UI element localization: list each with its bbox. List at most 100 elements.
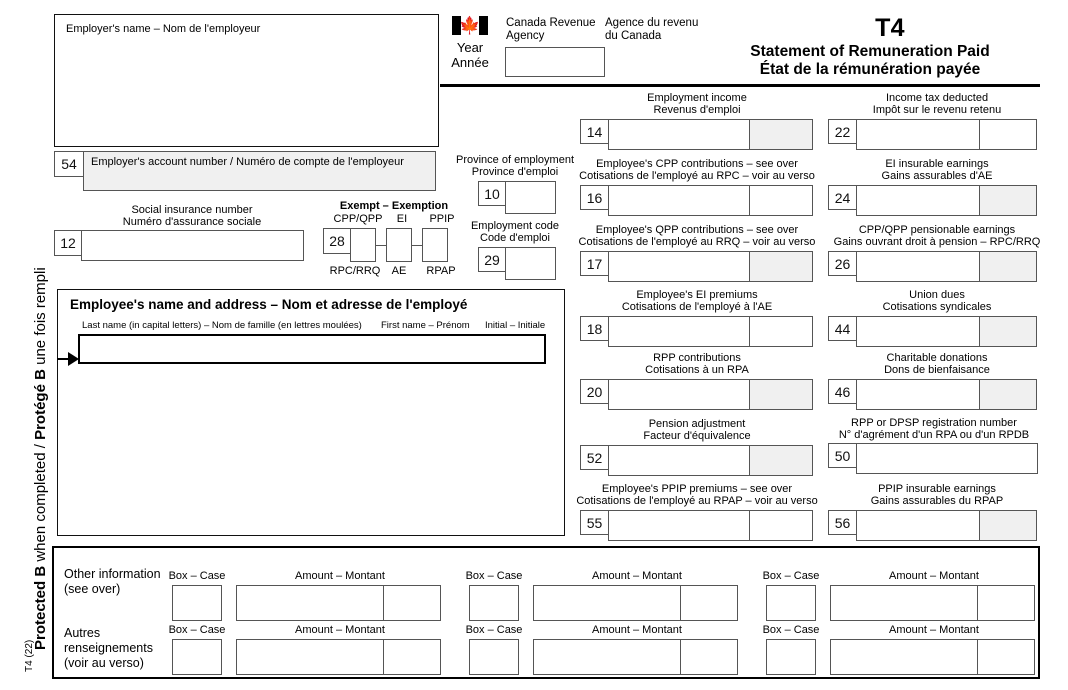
other-info-amount-dollars-input[interactable]: [533, 639, 681, 675]
oi-label-fr-l2: renseignements: [64, 641, 153, 655]
amount-dollars-box-18[interactable]: [608, 316, 750, 347]
amount-label-fr-box-56: Gains assurables du RPAP: [870, 495, 1004, 507]
cra-name-fr-l1: Agence du revenu: [605, 17, 699, 29]
amount-label-en-box-46: Charitable donations: [886, 352, 988, 364]
other-info-amount-cents-input[interactable]: [679, 585, 738, 621]
province-label-en: Province of employment: [456, 154, 574, 166]
amount-label-fr-box-22: Impôt sur le revenu retenu: [872, 104, 1002, 116]
other-info-amount-dollars-input[interactable]: [533, 585, 681, 621]
amount-label-en-box-55: Employee's PPIP premiums – see over: [601, 483, 793, 495]
amount-dollars-box-46[interactable]: [856, 379, 980, 410]
exempt-checkbox-ppip[interactable]: [422, 228, 448, 262]
other-info-amount-dollars-input[interactable]: [830, 639, 978, 675]
registration-number-label-en: RPP or DPSP registration number: [851, 417, 1017, 429]
amount-label-fr-box-55: Cotisations de l'employé au RPAP – voir …: [576, 495, 818, 507]
amount-label-en-box-52: Pension adjustment: [648, 418, 746, 430]
amount-dollars-box-26[interactable]: [856, 251, 980, 282]
exempt-checkbox-ei[interactable]: [386, 228, 412, 262]
box-number-46: 46: [828, 379, 857, 404]
amount-cents-box-16[interactable]: [748, 185, 813, 216]
amount-label-fr-box-20: Cotisations à un RPA: [645, 364, 749, 376]
other-info-box-input[interactable]: [172, 585, 222, 621]
other-info-amount-header: Amount – Montant: [295, 624, 385, 636]
amount-cents-box-22[interactable]: [978, 119, 1037, 150]
other-info-box-input[interactable]: [469, 585, 519, 621]
amount-dollars-box-55[interactable]: [608, 510, 750, 541]
amount-dollars-box-20[interactable]: [608, 379, 750, 410]
other-info-amount-header: Amount – Montant: [295, 570, 385, 582]
amount-cents-box-18[interactable]: [748, 316, 813, 347]
form-title-fr: État de la rémunération payée: [759, 61, 981, 78]
employee-first-name-label: First name – Prénom: [381, 320, 470, 331]
other-info-box-header: Box – Case: [762, 624, 820, 636]
amount-label-en-box-44: Union dues: [909, 289, 965, 301]
other-info-amount-cents-input[interactable]: [382, 639, 441, 675]
registration-number-input[interactable]: [856, 443, 1038, 474]
other-info-amount-header: Amount – Montant: [889, 570, 979, 582]
employer-name-box[interactable]: Employer's name – Nom de l'employeur: [54, 14, 439, 147]
amount-label-fr-box-26: Gains ouvrant droit à pension – RPC/RRQ: [833, 236, 1041, 248]
amount-label-fr-box-16: Cotisations de l'employé au RPC – voir a…: [579, 170, 815, 182]
amount-label-en-box-17: Employee's QPP contributions – see over: [595, 224, 799, 236]
other-info-amount-cents-input[interactable]: [976, 639, 1035, 675]
other-info-amount-dollars-input[interactable]: [830, 585, 978, 621]
other-info-box-header: Box – Case: [168, 624, 226, 636]
amount-dollars-box-56[interactable]: [856, 510, 980, 541]
employment-code-input[interactable]: [505, 247, 556, 280]
other-info-box-header: Box – Case: [465, 570, 523, 582]
employee-name-row-input[interactable]: [78, 334, 546, 364]
cra-name-fr-l2: du Canada: [605, 30, 662, 42]
box-number-55: 55: [580, 510, 609, 535]
box-number-16: 16: [580, 185, 609, 210]
amount-dollars-box-52[interactable]: [608, 445, 750, 476]
amount-dollars-box-16[interactable]: [608, 185, 750, 216]
amount-dollars-box-17[interactable]: [608, 251, 750, 282]
amount-label-en-box-24: EI insurable earnings: [885, 158, 989, 170]
year-input[interactable]: [505, 47, 605, 77]
employer-name-value[interactable]: [66, 41, 430, 140]
box-number-44: 44: [828, 316, 857, 341]
exempt-checkbox-cpp-qpp[interactable]: [350, 228, 376, 262]
amount-label-en-box-20: RPP contributions: [653, 352, 741, 364]
employee-address-area[interactable]: [78, 370, 546, 525]
amount-cents-box-17: [748, 251, 813, 282]
cra-name-en: Canada Revenue Agency: [506, 17, 596, 43]
other-information-label-fr: Autres renseignements (voir au verso): [64, 626, 153, 671]
other-info-box-input[interactable]: [766, 585, 816, 621]
sin-label-en: Social insurance number: [131, 204, 253, 216]
other-info-box-input[interactable]: [469, 639, 519, 675]
other-info-box-input[interactable]: [766, 639, 816, 675]
employee-initial-label: Initial – Initiale: [485, 320, 546, 331]
other-info-amount-cents-input[interactable]: [976, 585, 1035, 621]
sin-label-fr: Numéro d'assurance sociale: [122, 216, 262, 228]
exempt-col-2-top-label: PPIP: [429, 213, 455, 225]
oi-label-fr-l3: (voir au verso): [64, 656, 144, 670]
amount-dollars-box-24[interactable]: [856, 185, 980, 216]
box-number-20: 20: [580, 379, 609, 404]
box-number-24: 24: [828, 185, 857, 210]
box-number-28: 28: [323, 228, 351, 254]
amount-cents-box-55[interactable]: [748, 510, 813, 541]
other-info-box-input[interactable]: [172, 639, 222, 675]
employee-name-arrow-icon: [68, 352, 79, 366]
exempt-col-1-bottom-label: AE: [391, 265, 407, 277]
province-input[interactable]: [505, 181, 556, 214]
other-info-amount-dollars-input[interactable]: [236, 585, 384, 621]
amount-label-fr-box-24: Gains assurables d'AE: [881, 170, 993, 182]
amount-dollars-box-22[interactable]: [856, 119, 980, 150]
other-info-amount-cents-input[interactable]: [382, 585, 441, 621]
other-info-amount-cents-input[interactable]: [679, 639, 738, 675]
other-info-amount-dollars-input[interactable]: [236, 639, 384, 675]
amount-label-fr-box-17: Cotisations de l'employé au RRQ – voir a…: [578, 236, 816, 248]
other-info-amount-header: Amount – Montant: [592, 570, 682, 582]
employment-code-label-fr: Code d'emploi: [480, 232, 550, 244]
amount-dollars-box-14[interactable]: [608, 119, 750, 150]
amount-cents-box-24: [978, 185, 1037, 216]
employee-name-address-panel: Employee's name and address – Nom et adr…: [57, 289, 565, 536]
employee-last-name-label: Last name (in capital letters) – Nom de …: [82, 320, 362, 331]
employer-account-number-input[interactable]: Employer's account number / Numéro de co…: [83, 151, 436, 191]
amount-dollars-box-44[interactable]: [856, 316, 980, 347]
cra-name-fr: Agence du revenu du Canada: [605, 17, 698, 43]
sin-input[interactable]: [81, 230, 304, 261]
